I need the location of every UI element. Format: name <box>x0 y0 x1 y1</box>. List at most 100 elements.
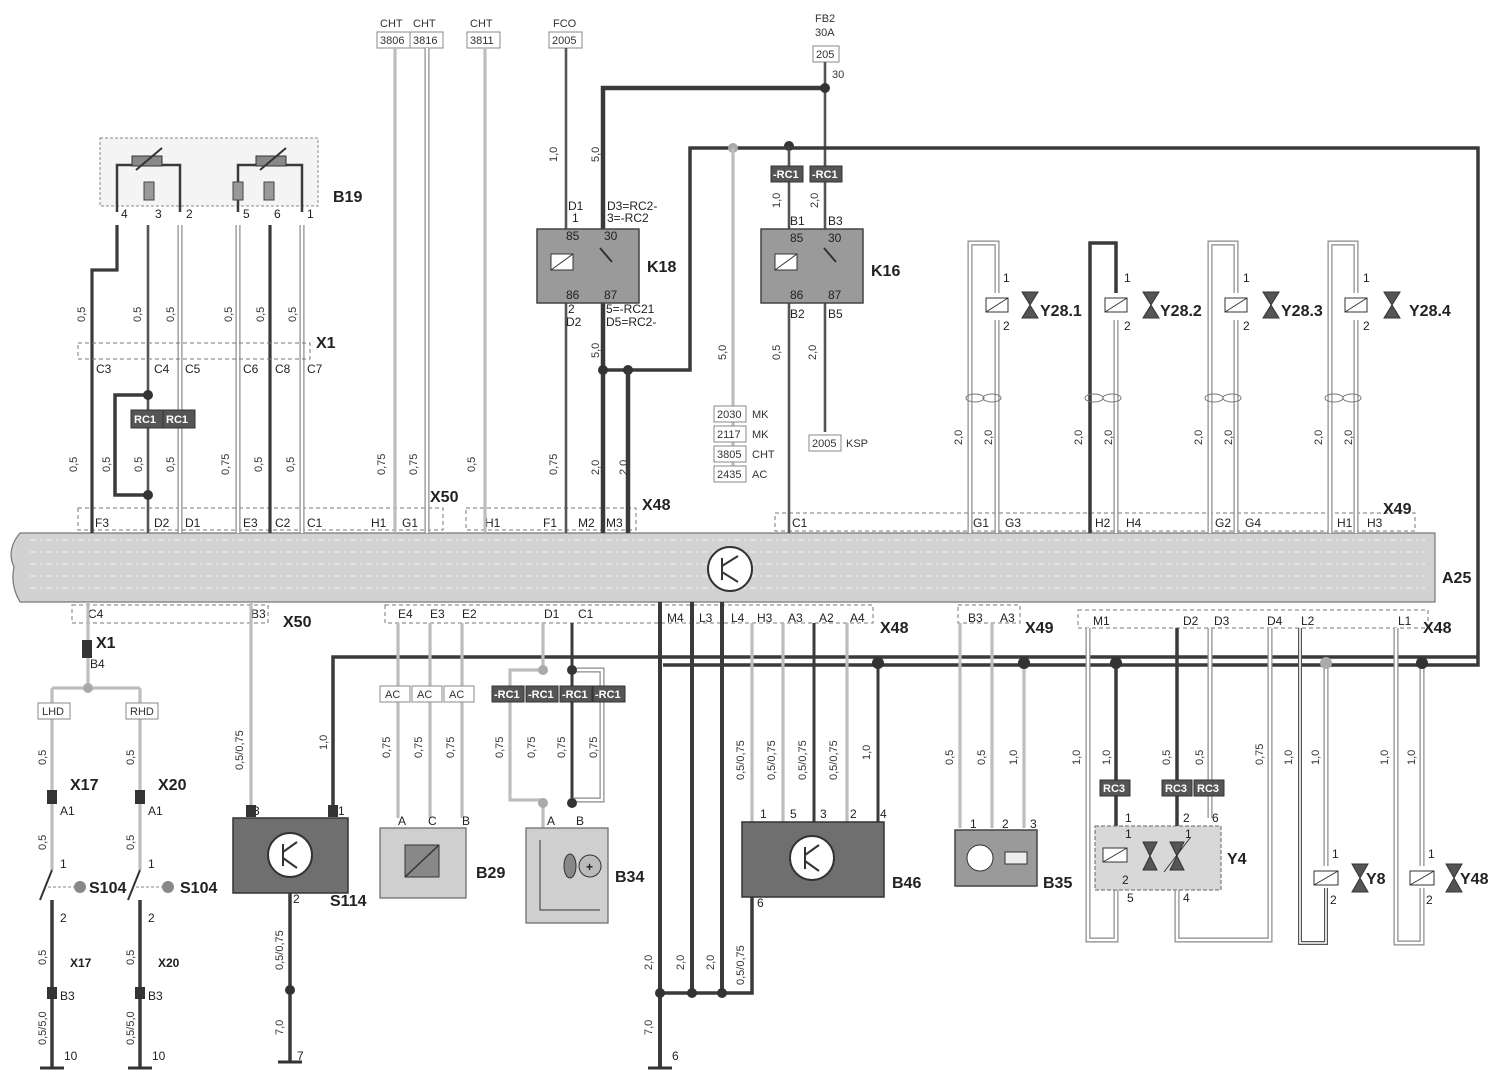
svg-text:5: 5 <box>790 807 797 821</box>
svg-text:2,0: 2,0 <box>643 955 655 970</box>
svg-text:0,5: 0,5 <box>165 307 177 322</box>
svg-text:0,75: 0,75 <box>556 737 568 758</box>
svg-text:4: 4 <box>880 807 887 821</box>
b46-component: B46 1 5 3 2 4 6 <box>741 807 921 910</box>
x50-top-label: X50 <box>430 489 459 506</box>
svg-text:B3: B3 <box>968 611 983 625</box>
a25-label: A25 <box>1442 570 1471 587</box>
svg-text:AC: AC <box>449 689 464 701</box>
svg-text:A: A <box>547 814 555 828</box>
svg-text:0,5: 0,5 <box>976 750 988 765</box>
a25-bottom-pins: C4 B3 E4 E3 E2 D1 C1 M4 L3 L4 H3 A3 A2 A… <box>88 607 1412 628</box>
svg-text:C4: C4 <box>154 362 170 376</box>
svg-text:0,5: 0,5 <box>125 750 137 765</box>
svg-text:A3: A3 <box>788 611 803 625</box>
svg-text:2030: 2030 <box>717 409 741 421</box>
x49-bottom-label: X49 <box>1025 620 1054 637</box>
svg-text:E4: E4 <box>398 607 413 621</box>
svg-text:0,5: 0,5 <box>133 457 145 472</box>
svg-text:G3: G3 <box>1005 516 1021 530</box>
svg-text:0,5: 0,5 <box>1194 750 1206 765</box>
k18-relay: K18 D1 1 85 30 86 87 2 D2 D3=RC2- 3=-RC2… <box>536 199 676 329</box>
svg-text:H3: H3 <box>757 611 773 625</box>
y48-valve: Y48 12 <box>1409 847 1489 907</box>
svg-text:0,5: 0,5 <box>285 457 297 472</box>
svg-text:CHT: CHT <box>470 18 493 30</box>
svg-text:7: 7 <box>297 1049 304 1063</box>
svg-text:H3: H3 <box>1367 516 1383 530</box>
svg-text:0,5: 0,5 <box>125 835 137 850</box>
svg-text:30A: 30A <box>815 27 835 39</box>
svg-text:3=-RC2: 3=-RC2 <box>607 211 649 225</box>
svg-text:1: 1 <box>338 804 345 818</box>
svg-text:2,0: 2,0 <box>809 193 821 208</box>
x48-top-label: X48 <box>642 497 671 514</box>
svg-text:CHT: CHT <box>413 18 436 30</box>
svg-text:0,75: 0,75 <box>408 454 420 475</box>
svg-text:0,5: 0,5 <box>1161 750 1173 765</box>
svg-text:A3: A3 <box>1000 611 1015 625</box>
svg-text:3: 3 <box>1030 817 1037 831</box>
svg-text:C1: C1 <box>307 516 323 530</box>
svg-text:0,75: 0,75 <box>494 737 506 758</box>
x1-bottom-label: X1 <box>96 635 116 652</box>
svg-text:X20: X20 <box>158 956 180 970</box>
svg-text:B3: B3 <box>60 989 75 1003</box>
a25-transistor-icon <box>707 546 753 592</box>
svg-text:3805: 3805 <box>717 449 741 461</box>
svg-text:0,75: 0,75 <box>445 737 457 758</box>
rc1-neg-tags: -RC1 -RC1 -RC1 -RC1 <box>491 685 626 703</box>
svg-text:3806: 3806 <box>380 35 404 47</box>
svg-text:2: 2 <box>850 807 857 821</box>
svg-text:1: 1 <box>60 857 67 871</box>
svg-text:1,0: 1,0 <box>318 735 330 750</box>
svg-text:1,0: 1,0 <box>548 147 560 162</box>
svg-text:0,5: 0,5 <box>255 307 267 322</box>
svg-text:85: 85 <box>566 229 580 243</box>
svg-text:0,5/5,0: 0,5/5,0 <box>125 1011 137 1045</box>
svg-text:H1: H1 <box>1337 516 1353 530</box>
svg-text:2,0: 2,0 <box>1193 430 1205 445</box>
svg-text:B3: B3 <box>148 989 163 1003</box>
x49-bottom-connector <box>957 604 1021 624</box>
svg-text:5,0: 5,0 <box>590 147 602 162</box>
svg-text:2: 2 <box>568 302 575 316</box>
svg-text:G2: G2 <box>1215 516 1231 530</box>
svg-text:0,5: 0,5 <box>165 457 177 472</box>
a25-top-pins: F3 D2 D1 E3 C2 C1 H1 G1 H1 F1 M2 M3 C1 G… <box>95 516 1383 530</box>
svg-text:B29: B29 <box>476 865 505 882</box>
b29-component: A C B B29 <box>379 814 505 899</box>
x48-top-connector <box>465 507 637 531</box>
svg-text:2,0: 2,0 <box>983 430 995 445</box>
svg-text:-RC1: -RC1 <box>494 689 520 701</box>
ac-tags: AC AC AC <box>379 685 475 703</box>
svg-text:-RC1: -RC1 <box>595 689 621 701</box>
svg-text:1,0: 1,0 <box>861 745 873 760</box>
svg-text:1: 1 <box>1125 811 1132 825</box>
svg-text:B35: B35 <box>1043 875 1072 892</box>
k18-label: K18 <box>647 259 676 276</box>
svg-text:0,5: 0,5 <box>287 307 299 322</box>
svg-text:-RC1: -RC1 <box>812 169 838 181</box>
svg-text:30: 30 <box>828 231 842 245</box>
svg-text:0,5: 0,5 <box>37 750 49 765</box>
svg-text:87: 87 <box>828 288 842 302</box>
x48-bottom-label: X48 <box>880 620 909 637</box>
svg-text:3: 3 <box>820 807 827 821</box>
svg-text:M3: M3 <box>606 516 623 530</box>
svg-text:-RC1: -RC1 <box>773 169 799 181</box>
b19-pins: 4 3 2 5 6 1 <box>121 207 314 221</box>
rc1-tag: RC1 <box>166 414 188 426</box>
svg-text:86: 86 <box>790 288 804 302</box>
svg-text:C8: C8 <box>275 362 291 376</box>
svg-text:AC: AC <box>385 689 400 701</box>
svg-text:2: 2 <box>1003 319 1010 333</box>
svg-text:2117: 2117 <box>717 429 741 441</box>
svg-text:0,75: 0,75 <box>1254 744 1266 765</box>
svg-text:2,0: 2,0 <box>675 955 687 970</box>
svg-text:C4: C4 <box>88 607 104 621</box>
svg-text:1: 1 <box>148 857 155 871</box>
svg-text:3816: 3816 <box>413 35 437 47</box>
